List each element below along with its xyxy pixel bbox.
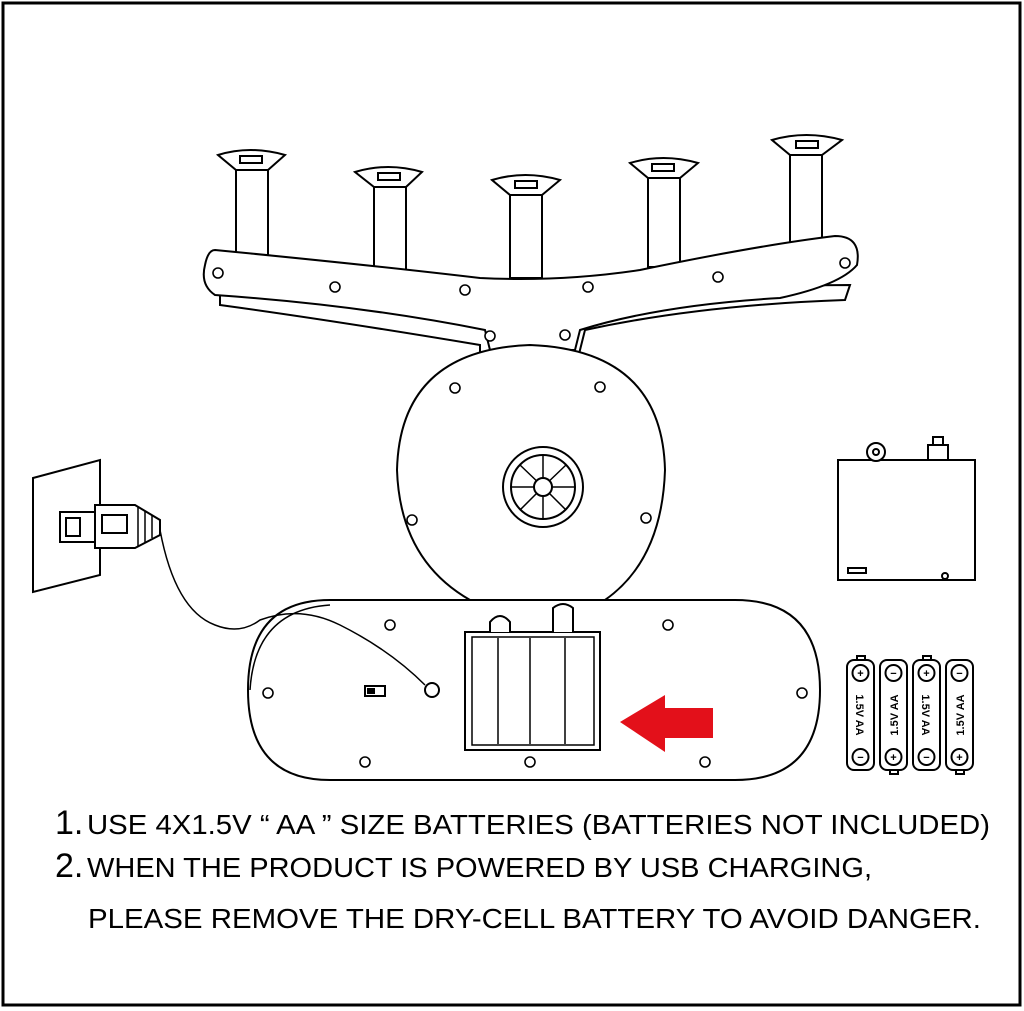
- svg-text:1.5V AA: 1.5V AA: [889, 694, 901, 735]
- usb-plug-icon: [59, 504, 161, 549]
- svg-text:+: +: [923, 668, 929, 680]
- battery-compartment: [464, 603, 601, 751]
- fan-icon: [502, 446, 584, 528]
- instruction-2-text: WHEN THE PRODUCT IS POWERED BY USB CHARG…: [87, 852, 872, 883]
- aa-battery: + − 1.5V AA: [846, 655, 875, 771]
- aa-battery: − + 1.5V AA: [879, 659, 908, 775]
- insert-arrow-icon: [620, 695, 713, 752]
- arm-bar: [202, 234, 859, 351]
- instructions: 1. USE 4X1.5V “ AA ” SIZE BATTERIES (BAT…: [55, 804, 990, 934]
- instruction-1-number: 1.: [55, 804, 83, 842]
- svg-text:−: −: [857, 752, 863, 764]
- instruction-2-continued: PLEASE REMOVE THE DRY-CELL BATTERY TO AV…: [88, 903, 981, 934]
- svg-text:−: −: [923, 752, 929, 764]
- instruction-1-text: USE 4X1.5V “ AA ” SIZE BATTERIES (BATTER…: [87, 809, 990, 840]
- instruction-2-number: 2.: [55, 847, 83, 885]
- aa-batteries: + − 1.5V AA − + 1.5V AA + − 1.5V AA − + …: [846, 655, 974, 775]
- svg-text:−: −: [956, 668, 962, 680]
- svg-text:1.5V AA: 1.5V AA: [955, 694, 967, 735]
- svg-text:+: +: [857, 668, 863, 680]
- svg-text:+: +: [890, 752, 896, 764]
- candle-holders: [215, 134, 845, 279]
- usb-cable: [159, 529, 426, 686]
- svg-text:−: −: [890, 668, 896, 680]
- svg-text:1.5V AA: 1.5V AA: [853, 694, 865, 735]
- product-illustration: [202, 134, 859, 781]
- svg-text:+: +: [956, 752, 962, 764]
- usb-power-source: [32, 458, 440, 698]
- svg-text:1.5V AA: 1.5V AA: [919, 694, 931, 735]
- external-battery-box: [837, 436, 976, 581]
- aa-battery: + − 1.5V AA: [912, 655, 941, 771]
- aa-battery: − + 1.5V AA: [945, 659, 974, 775]
